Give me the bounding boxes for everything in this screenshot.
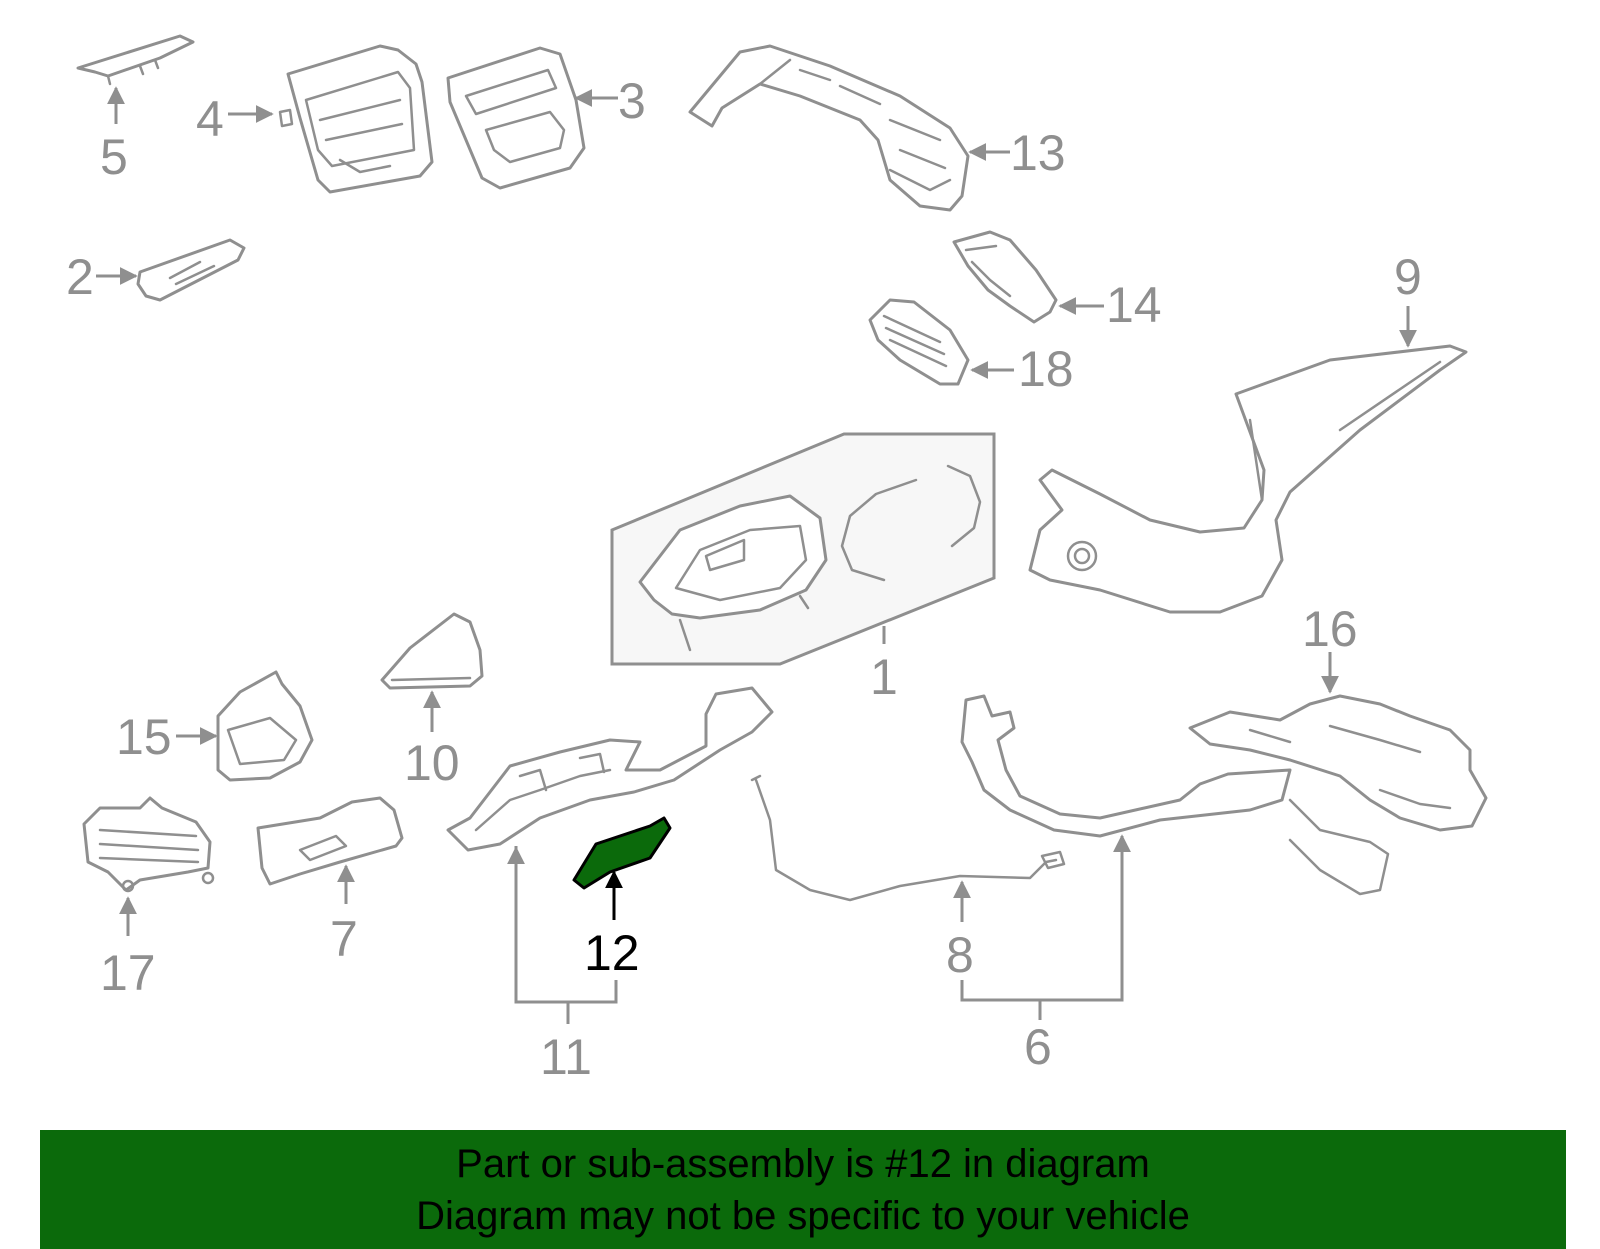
label-18: 18	[1018, 341, 1074, 397]
part-1-cluster-box	[610, 432, 996, 666]
label-11: 11	[540, 1029, 592, 1085]
label-3: 3	[618, 73, 646, 129]
part-12-compartment-door	[572, 816, 672, 890]
part-7-lower-trim	[256, 796, 404, 886]
parts-diagram: 5 4 3 13 2 14 18 9 1 16 15 10 7 17 12 8 …	[66, 34, 1488, 1085]
part-10-corner-trim	[380, 612, 484, 690]
label-16: 16	[1302, 601, 1358, 657]
part-16-lower-bracket	[1188, 694, 1488, 832]
label-13: 13	[1010, 125, 1066, 181]
label-10: 10	[404, 735, 460, 791]
label-8: 8	[946, 927, 974, 983]
part-14-side-trim	[952, 230, 1058, 324]
part-2-bracket	[136, 238, 246, 302]
part-labels: 5 4 3 13 2 14 18 9 1 16 15 10 7 17 12 8 …	[66, 73, 1422, 1085]
part-15-side-panel	[216, 670, 314, 782]
label-12: 12	[584, 925, 640, 981]
part-13-upper-trim	[688, 44, 970, 212]
part-3-bezel-plate	[446, 46, 586, 190]
label-17: 17	[100, 945, 156, 1001]
part-11-lower-panel	[446, 686, 774, 852]
part-8-wire-harness	[750, 774, 1066, 902]
label-7: 7	[330, 911, 358, 967]
info-banner: Part or sub-assembly is #12 in diagram D…	[40, 1130, 1566, 1249]
label-6: 6	[1024, 1019, 1052, 1075]
part-17-vent	[82, 796, 215, 893]
label-9: 9	[1394, 249, 1422, 305]
banner-line-2: Diagram may not be specific to your vehi…	[416, 1194, 1190, 1238]
label-14: 14	[1106, 277, 1162, 333]
part-5-trim-strip	[76, 34, 195, 86]
label-2: 2	[66, 249, 94, 305]
part-4-center-bezel	[278, 44, 434, 194]
banner-line-1: Part or sub-assembly is #12 in diagram	[456, 1142, 1150, 1186]
part-18-air-vent	[868, 298, 970, 386]
label-15: 15	[116, 709, 172, 765]
part-6-support-beam	[960, 694, 1390, 896]
label-4: 4	[196, 91, 224, 147]
leader-lines	[96, 86, 1417, 1024]
label-5: 5	[100, 129, 128, 185]
label-1: 1	[870, 649, 898, 705]
part-9-dash-pad	[1028, 344, 1468, 614]
